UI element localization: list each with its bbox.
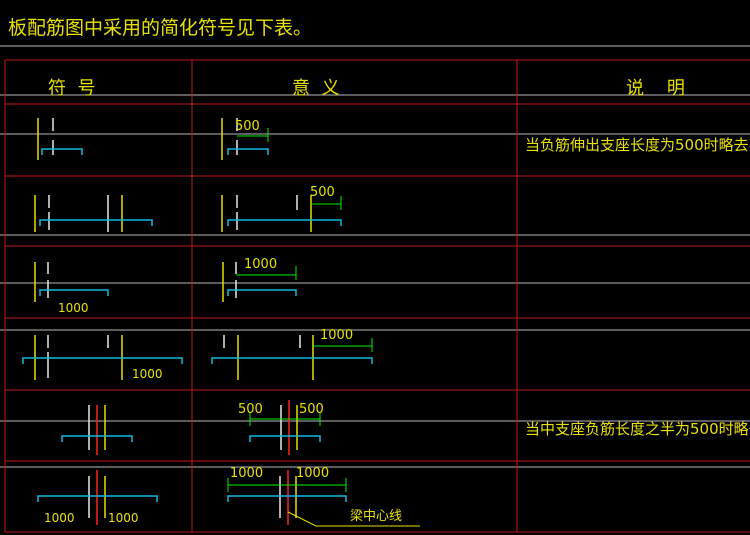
row-5-note: 当中支座负筋长度之半为500时略去不标 bbox=[525, 420, 750, 438]
row-5-meaning: 500 500 bbox=[238, 400, 324, 455]
row-5-dim-left: 500 bbox=[238, 402, 263, 417]
row-6-meaning: 1000 1000 梁中心线 bbox=[227, 466, 420, 527]
row-4-symbol: 1000 bbox=[22, 335, 183, 381]
row-4-meaning: 1000 bbox=[211, 328, 373, 380]
row-4-dim: 1000 bbox=[320, 328, 353, 343]
row-1-dim: 500 bbox=[235, 119, 260, 134]
row-3-dim: 1000 bbox=[244, 257, 277, 272]
row-4-symbol-label: 1000 bbox=[132, 367, 163, 381]
header-description: 说 明 bbox=[626, 78, 685, 99]
row-3-symbol: 1000 bbox=[34, 262, 109, 315]
row-2-meaning: 500 bbox=[221, 185, 342, 232]
row-5-symbol bbox=[61, 405, 133, 455]
row-3-symbol-label: 1000 bbox=[58, 301, 89, 315]
row-2-dim: 500 bbox=[310, 185, 335, 200]
row-1-meaning: 500 bbox=[221, 118, 269, 160]
grid-lines bbox=[0, 45, 750, 468]
header-meaning: 意 义 bbox=[292, 78, 339, 99]
header-symbol: 符 号 bbox=[48, 78, 95, 99]
row-6-dim-left: 1000 bbox=[230, 466, 263, 481]
table-lines bbox=[4, 59, 750, 533]
row-3-meaning: 1000 bbox=[222, 257, 297, 302]
row-2-symbol bbox=[34, 195, 153, 232]
row-1-note: 当负筋伸出支座长度为500时略去不标 bbox=[525, 136, 750, 154]
row-1-symbol bbox=[37, 118, 83, 160]
row-6-callout: 梁中心线 bbox=[350, 509, 402, 524]
row-6-dim-right: 1000 bbox=[296, 466, 329, 481]
row-6-symbol-label-right: 1000 bbox=[108, 511, 139, 525]
row-5-dim-right: 500 bbox=[299, 402, 324, 417]
row-6-symbol-label-left: 1000 bbox=[44, 511, 75, 525]
title: 板配筋图中采用的简化符号见下表。 bbox=[8, 17, 312, 39]
row-6-symbol: 1000 1000 bbox=[37, 470, 158, 525]
